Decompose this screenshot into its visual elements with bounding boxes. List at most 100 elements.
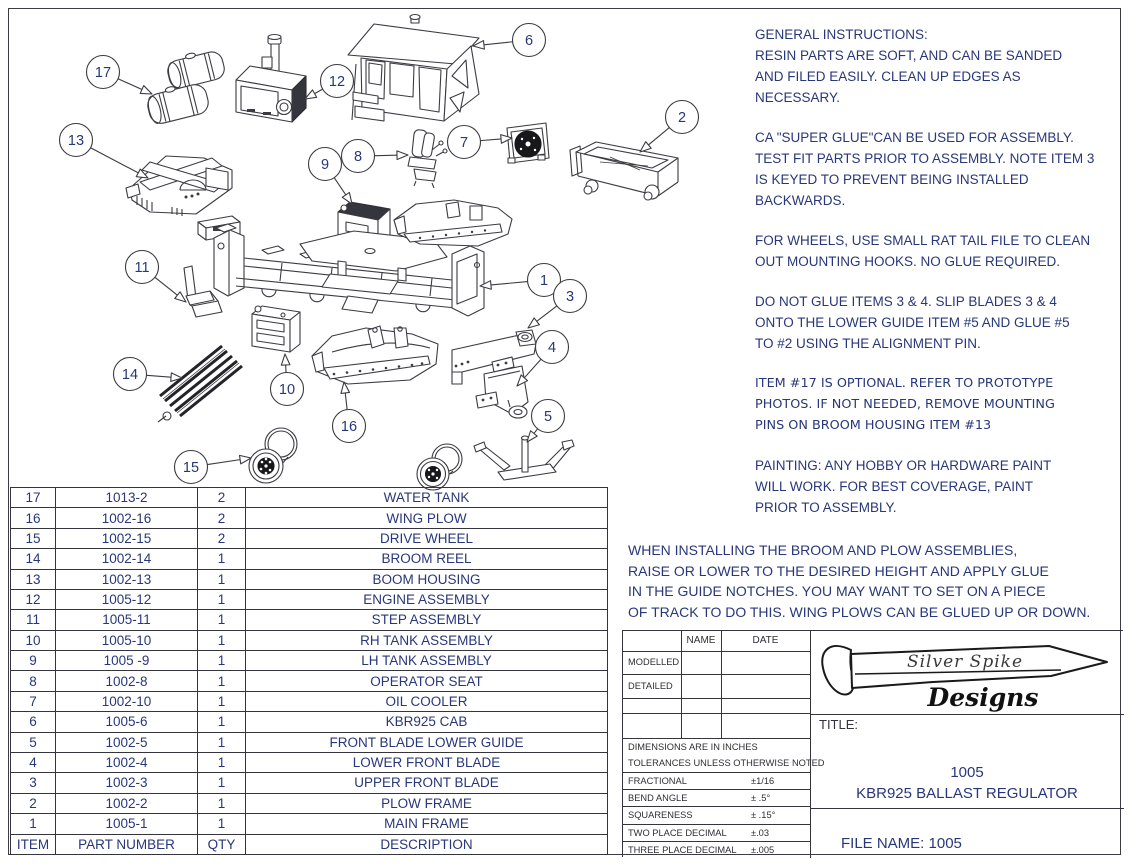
- cell-item: 13: [10, 568, 56, 590]
- parts-table-row: 1 1005-1 1 MAIN FRAME: [10, 813, 608, 835]
- part-kbr925-cab: [347, 13, 480, 122]
- cell-description: BROOM REEL: [245, 548, 608, 570]
- instruction-paragraph: ITEM #17 IS OPTIONAL. REFER TO PROTOTYPE…: [755, 376, 1055, 433]
- sheet-border: [8, 8, 1121, 855]
- tolerance-value: ±.005: [751, 845, 775, 855]
- header-part-number: PART NUMBER: [55, 833, 198, 856]
- cell-description: STEP ASSEMBLY: [245, 609, 608, 631]
- cell-item: 3: [10, 772, 56, 794]
- callout-3: 3: [527, 278, 588, 329]
- tolerance-value: ± .5°: [751, 793, 771, 803]
- cell-part-number: 1013-2: [55, 486, 198, 509]
- cell-qty: 1: [197, 792, 246, 815]
- part-drive-wheel-right: [416, 443, 463, 491]
- cell-qty: 1: [197, 588, 246, 611]
- part-step-assembly: [183, 265, 223, 318]
- cell-description: WATER TANK: [245, 486, 608, 509]
- cell-item: 11: [10, 609, 56, 631]
- cell-description: OPERATOR SEAT: [245, 670, 608, 692]
- cell-description: OIL COOLER: [245, 690, 608, 713]
- header-description: DESCRIPTION: [245, 833, 608, 856]
- part-oil-cooler: [506, 122, 550, 164]
- instruction-paragraph: GENERAL INSTRUCTIONS: RESIN PARTS ARE SO…: [755, 27, 1063, 105]
- cell-description: PLOW FRAME: [245, 792, 608, 815]
- tolerance-label: FRACTIONAL: [628, 776, 687, 786]
- title-label: TITLE:: [819, 717, 859, 732]
- part-rh-tank-assembly: [251, 305, 301, 353]
- cell-part-number: 1005-1: [55, 813, 198, 835]
- parts-table-row: 15 1002-15 2 DRIVE WHEEL: [10, 527, 608, 550]
- instruction-paragraph: DO NOT GLUE ITEMS 3 & 4. SLIP BLADES 3 &…: [755, 294, 1070, 351]
- dimensions-note: DIMENSIONS ARE IN INCHES: [628, 742, 758, 752]
- parts-table-row: 8 1002-8 1 OPERATOR SEAT: [10, 670, 608, 692]
- cell-part-number: 1002-8: [55, 670, 198, 692]
- parts-table-row: 12 1005-12 1 ENGINE ASSEMBLY: [10, 588, 608, 611]
- callout-11: 11: [124, 249, 187, 303]
- cell-description: UPPER FRONT BLADE: [245, 772, 608, 794]
- cell-description: WING PLOW: [245, 507, 608, 529]
- callout-number: 10: [279, 382, 295, 398]
- tolerance-label: TWO PLACE DECIMAL: [628, 828, 727, 838]
- cell-qty: 1: [197, 711, 246, 733]
- drawing-number: 1005: [950, 764, 984, 781]
- part-wing-plow-upper: [393, 199, 513, 247]
- header-qty: QTY: [197, 833, 246, 856]
- part-operator-seat: [407, 129, 448, 189]
- callout-7: 7: [446, 124, 513, 160]
- cell-part-number: 1002-13: [55, 568, 198, 590]
- cell-item: 17: [10, 486, 56, 509]
- parts-table: 17 1013-2 2 WATER TANK 16 1002-16 2 WING…: [10, 486, 608, 856]
- callout-number: 11: [134, 260, 149, 276]
- part-drive-wheel-left: [248, 427, 298, 484]
- part-engine-assembly: [235, 33, 307, 123]
- cell-qty: 1: [197, 568, 246, 590]
- callout-number: 2: [678, 110, 686, 126]
- cell-description: MAIN FRAME: [245, 813, 608, 835]
- callout-number: 16: [341, 419, 357, 435]
- cell-qty: 2: [197, 527, 246, 550]
- cell-item: 15: [10, 527, 56, 550]
- cell-qty: 1: [197, 751, 246, 774]
- part-boom-housing: [125, 155, 233, 216]
- part-water-tank-lower: [147, 84, 209, 125]
- callout-16: 16: [331, 381, 367, 444]
- cell-qty: 1: [197, 670, 246, 692]
- silver-spike-logo: Silver Spike Designs: [821, 645, 1108, 712]
- callout-9: 9: [307, 146, 353, 205]
- cell-description: LH TANK ASSEMBLY: [245, 649, 608, 672]
- parts-table-row: 6 1005-6 1 KBR925 CAB: [10, 711, 608, 733]
- cell-description: LOWER FRONT BLADE: [245, 751, 608, 774]
- cell-part-number: 1002-15: [55, 527, 198, 550]
- parts-table-row: 9 1005 -9 1 LH TANK ASSEMBLY: [10, 649, 608, 672]
- cell-description: BOOM HOUSING: [245, 568, 608, 590]
- parts-table-row: 14 1002-14 1 BROOM REEL: [10, 548, 608, 570]
- callout-1: 1: [479, 262, 562, 298]
- cell-part-number: 1005-12: [55, 588, 198, 611]
- callout-number: 7: [460, 135, 468, 151]
- callout-number: 13: [68, 133, 84, 149]
- callout-5: 5: [526, 398, 566, 443]
- part-wing-plow: [311, 325, 439, 385]
- instruction-paragraph: CA "SUPER GLUE"CAN BE USED FOR ASSEMBLY.…: [755, 130, 1095, 208]
- title-block: NAME DATE MODELLED DETAILED DIMENSIONS A…: [622, 630, 1124, 858]
- parts-table-row: 16 1002-16 2 WING PLOW: [10, 507, 608, 529]
- header-item: ITEM: [10, 833, 56, 856]
- tolerance-label: THREE PLACE DECIMAL: [628, 845, 737, 855]
- callout-6: 6: [472, 22, 547, 58]
- cell-item: 9: [10, 649, 56, 672]
- callout-number: 6: [525, 33, 533, 49]
- part-lower-front-blade: [475, 365, 529, 419]
- callout-14: 14: [112, 356, 183, 392]
- cell-item: 12: [10, 588, 56, 611]
- part-broom-reel: [157, 344, 243, 423]
- tolerances-note: TOLERANCES UNLESS OTHERWISE NOTED: [628, 758, 825, 768]
- cell-qty: 2: [197, 507, 246, 529]
- cell-description: FRONT BLADE LOWER GUIDE: [245, 731, 608, 753]
- callout-number: 12: [329, 74, 345, 90]
- tolerance-value: ±.03: [751, 828, 770, 838]
- cell-item: 8: [10, 670, 56, 692]
- callout-8: 8: [340, 138, 409, 174]
- callout-number: 14: [122, 367, 138, 383]
